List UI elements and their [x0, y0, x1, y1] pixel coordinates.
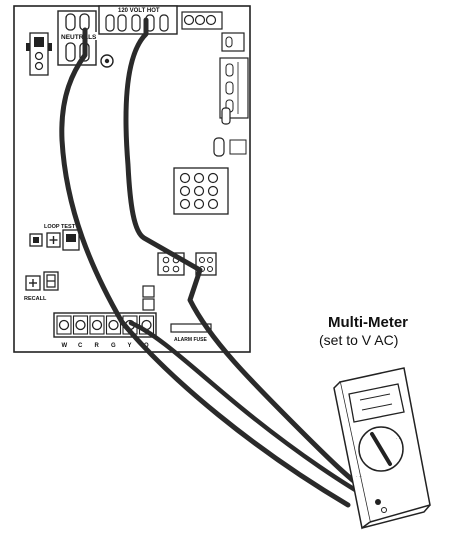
- alarm-fuse: ALARM FUSE: [170, 323, 212, 343]
- test-lead-terminal: [128, 320, 379, 505]
- terminal-screw-head-g: [108, 319, 119, 331]
- terminal-letter-y: Y: [128, 343, 132, 349]
- recall-label: RECALL: [24, 296, 47, 302]
- test-lead-hot: [123, 17, 385, 505]
- terminal-screw-head-w: [58, 319, 70, 331]
- svg-text:· · ·: · · ·: [356, 474, 362, 479]
- neutrals-terminal-block: NEUTRALS: [57, 10, 97, 66]
- right-relays: [213, 32, 249, 157]
- capacitor-component: [100, 54, 114, 68]
- hot-label: 120 VOLT HOT: [118, 8, 160, 14]
- multi-meter-title: Multi-Meter: [328, 314, 408, 331]
- meter-jack-2: [381, 507, 387, 513]
- meter-display-window: [348, 383, 405, 423]
- multi-meter-subtitle: (set to V AC): [319, 332, 399, 348]
- multi-meter: · · · · ·: [333, 367, 431, 530]
- terminal-letter-w: W: [62, 343, 68, 349]
- terminal-screw-head-c: [75, 319, 86, 331]
- left-plug-connector: [26, 32, 52, 76]
- neutrals-label: NEUTRALS: [61, 34, 97, 41]
- loop-test-switch: LOOP TEST: [29, 224, 80, 251]
- terminal-letter-r: R: [95, 343, 100, 349]
- fuse-label: ALARM FUSE: [174, 337, 207, 343]
- status-led-display: [43, 271, 59, 291]
- terminal-letter-c: C: [78, 343, 83, 349]
- terminal-letter-g: G: [111, 343, 116, 349]
- top-right-connectors: [181, 11, 223, 30]
- nine-pin-connector: [173, 167, 229, 215]
- meter-jack-1: [375, 499, 381, 505]
- svg-text:· ·: · ·: [396, 436, 400, 441]
- loop-test-label: LOOP TEST: [44, 224, 76, 230]
- terminal-screw-head-r: [91, 319, 103, 331]
- test-lead-neutral: [59, 27, 351, 508]
- recall-button: RECALL: [24, 275, 47, 302]
- hot-terminal-block: 120 VOLT HOT: [98, 5, 178, 35]
